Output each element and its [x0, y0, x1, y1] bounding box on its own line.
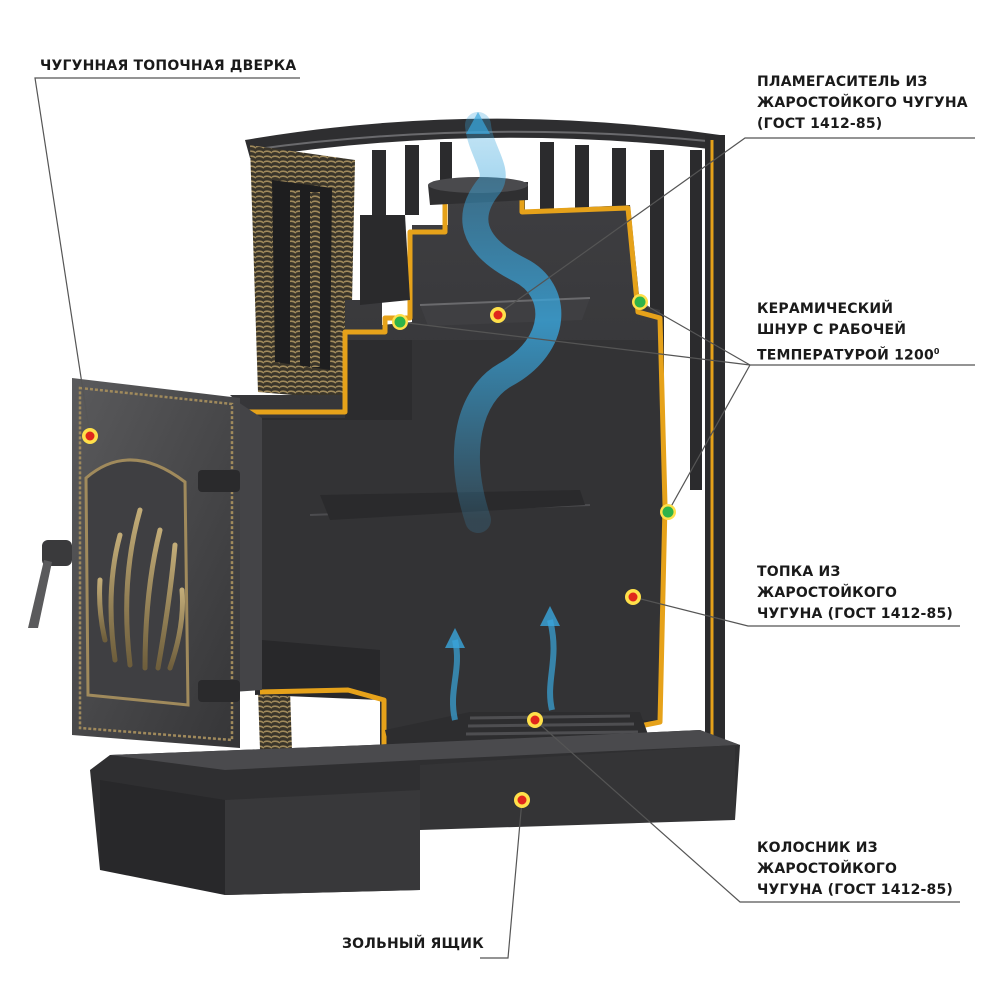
leader-lines — [34, 77, 975, 959]
label-firebox-line1: ТОПКА ИЗ — [757, 564, 841, 580]
label-cord-degree: 0 — [933, 347, 940, 356]
label-grate: КОЛОСНИК ИЗ ЖАРОСТОЙКОГО ЧУГУНА (ГОСТ 14… — [757, 838, 953, 901]
label-grate-line2: ЖАРОСТОЙКОГО — [757, 861, 898, 877]
rear-channel — [360, 215, 410, 305]
cast-iron-door — [28, 378, 240, 748]
label-door-text: ЧУГУННАЯ ТОПОЧНАЯ ДВЕРКА — [40, 58, 297, 74]
leader-grate — [534, 719, 960, 903]
marker-cord-1 — [392, 314, 408, 330]
label-cord-line1: КЕРАМИЧЕСКИЙ — [757, 301, 894, 317]
label-flame-damper-line3: (ГОСТ 1412-85) — [757, 116, 883, 132]
label-grate-line3: ЧУГУНА (ГОСТ 1412-85) — [757, 882, 954, 898]
leader-door — [34, 77, 300, 437]
label-door: ЧУГУННАЯ ТОПОЧНАЯ ДВЕРКА — [40, 56, 296, 77]
label-cord-line3: ТЕМПЕРАТУРОЙ 1200 — [757, 347, 934, 364]
label-firebox: ТОПКА ИЗ ЖАРОСТОЙКОГО ЧУГУНА (ГОСТ 1412-… — [757, 562, 953, 625]
label-firebox-line2: ЖАРОСТОЙКОГО — [757, 585, 898, 601]
marker-cord-2 — [632, 294, 648, 310]
leader-ash-box — [480, 799, 523, 959]
label-cord-line2: ШНУР С РАБОЧЕЙ — [757, 322, 907, 338]
leader-cord-3 — [667, 364, 751, 513]
label-flame-damper: ПЛАМЕГАСИТЕЛЬ ИЗ ЖАРОСТОЙКОГО ЧУГУНА (ГО… — [757, 72, 968, 135]
door-handle — [28, 540, 72, 628]
marker-ash-box — [514, 792, 530, 808]
label-grate-line1: КОЛОСНИК ИЗ — [757, 840, 878, 856]
marker-grate — [527, 712, 543, 728]
label-ash-box-text: ЗОЛЬНЫЙ ЯЩИК — [342, 936, 484, 952]
label-flame-damper-line2: ЖАРОСТОЙКОГО ЧУГУНА — [757, 95, 968, 111]
marker-flame-damper — [490, 307, 506, 323]
bronze-side-lattice — [250, 145, 355, 750]
flame-relief — [97, 507, 185, 671]
marker-cord-3 — [660, 504, 676, 520]
leader-firebox — [632, 596, 960, 627]
leader-flame-damper — [497, 137, 975, 315]
label-flame-damper-line1: ПЛАМЕГАСИТЕЛЬ ИЗ — [757, 74, 928, 90]
marker-door — [82, 428, 98, 444]
markers — [82, 294, 676, 808]
label-firebox-line3: ЧУГУНА (ГОСТ 1412-85) — [757, 606, 954, 622]
leader-cord-2 — [639, 301, 751, 366]
label-ceramic-cord: КЕРАМИЧЕСКИЙ ШНУР С РАБОЧЕЙ ТЕМПЕРАТУРОЙ… — [757, 299, 940, 367]
label-ash-box: ЗОЛЬНЫЙ ЯЩИК — [342, 934, 484, 955]
airflow-arrows — [445, 112, 562, 721]
marker-firebox — [625, 589, 641, 605]
ash-box — [90, 730, 740, 895]
